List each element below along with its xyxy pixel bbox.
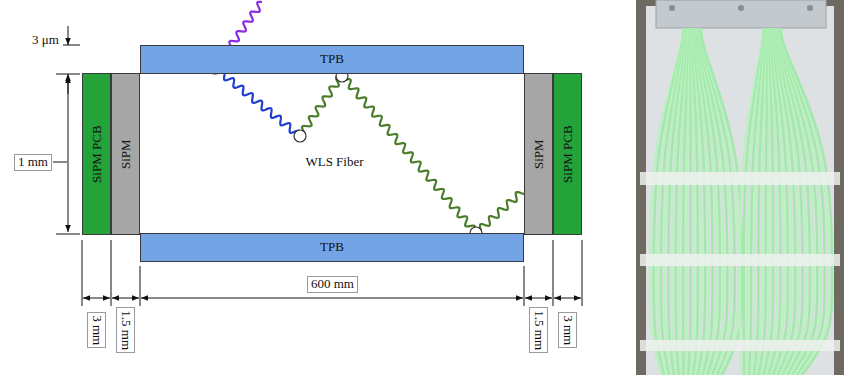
wls-fiber-strand [779, 28, 821, 375]
component-label: SiPM [118, 139, 132, 169]
wls-fiber-strand [686, 28, 690, 375]
wls-fiber-strand [683, 28, 689, 375]
strap [640, 340, 840, 351]
photon-paths [209, 2, 526, 239]
label-text: 1.5 mm [118, 310, 132, 350]
dimension-label: 600 mm [307, 276, 358, 293]
sipm: SiPM [111, 73, 140, 235]
dimension-tick [56, 234, 80, 235]
dimension-arrow [68, 26, 69, 45]
wls-fiber-strand [688, 28, 691, 375]
dimension-tick [140, 266, 141, 306]
dimension-arrow [525, 298, 552, 299]
strap [640, 254, 840, 266]
wls-fiber-strand [756, 28, 767, 375]
dimension-label: 3 μm [28, 32, 63, 49]
tpb-layer: TPB [140, 45, 524, 74]
component-label: SiPM PCB [560, 125, 574, 182]
dimension-arrow [83, 298, 110, 299]
strap [640, 172, 840, 185]
dimension-tick [553, 240, 554, 306]
backing-panel [646, 6, 834, 375]
dimension-label: 1 mm [14, 154, 52, 171]
dimension-label: 3 mm [558, 312, 577, 348]
dimension-leader [53, 162, 67, 163]
wls-fiber-strand [780, 28, 825, 375]
part-name: WLS Fiber [301, 154, 368, 171]
dimension-arrow [68, 76, 69, 232]
label-text: 3 μm [32, 33, 59, 47]
component-label: TPB [320, 52, 344, 66]
photo-background [636, 0, 844, 375]
dimension-arrow [554, 298, 581, 299]
label-text: 1 mm [18, 155, 48, 169]
component-label: SiPM [531, 139, 545, 169]
top-bracket [656, 0, 826, 28]
label-text: 3 mm [560, 315, 574, 345]
tpb-layer: TPB [140, 233, 524, 262]
screw [738, 5, 744, 11]
dimension-tick [524, 266, 525, 306]
component-label: SiPM PCB [89, 125, 103, 182]
photon-wave [215, 68, 300, 137]
wls-fiber-strand [761, 28, 769, 375]
dimension-tick [111, 240, 112, 306]
dimension-arrow [141, 298, 523, 299]
photon-wave [476, 192, 526, 234]
interaction-point [294, 130, 306, 142]
wls-fiber-strand [700, 28, 735, 375]
label-text: 600 mm [311, 277, 354, 291]
fiber-bundles [650, 28, 832, 375]
dimension-label: 1.5 mm [529, 307, 548, 353]
wls-fiber-strand [700, 28, 738, 375]
label-text: 3 mm [89, 315, 103, 345]
sipm-pcb: SiPM PCB [553, 73, 582, 235]
dimension-tick [82, 240, 83, 306]
photon-wave [300, 77, 345, 137]
wls-fiber-strand [752, 28, 766, 375]
screw [807, 5, 813, 11]
sipm: SiPM [524, 73, 553, 235]
dimension-arrow [112, 298, 139, 299]
dimension-lines [53, 26, 582, 306]
sipm-pcb: SiPM PCB [82, 73, 111, 235]
dimension-tick [582, 240, 583, 306]
screw [669, 5, 675, 11]
wls-fiber-strand [759, 28, 768, 375]
wls-fiber-strand [780, 28, 828, 375]
label-text: 1.5 mm [531, 310, 545, 350]
wls-fiber-strand [781, 28, 832, 375]
dimension-label: 1.5 mm [116, 307, 135, 353]
detector-photo [636, 0, 844, 375]
component-label: TPB [320, 240, 344, 254]
wls-fiber-strand [701, 28, 742, 375]
label-text: WLS Fiber [305, 155, 363, 169]
fiber-core [140, 74, 524, 233]
dimension-label: 3 mm [87, 312, 106, 348]
